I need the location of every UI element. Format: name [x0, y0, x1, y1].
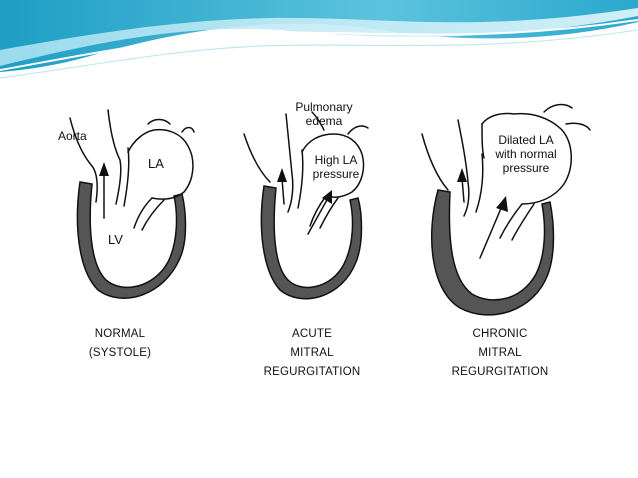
- caption-line: (SYSTOLE): [89, 347, 151, 359]
- caption-line: NORMAL: [95, 328, 146, 340]
- regurgitant-arrow: [307, 197, 329, 235]
- banner-wave-line: [0, 29, 638, 79]
- dilated-la-label: with normal: [494, 147, 556, 161]
- ventricle-wall: [430, 189, 555, 316]
- atrium-outline: [347, 125, 369, 135]
- pulmonary-edema-label: edema: [306, 114, 343, 128]
- flow-arrow-head: [457, 168, 467, 182]
- mitral-leaflet: [133, 197, 153, 229]
- regurgitant-arrow-head: [322, 190, 332, 204]
- caption-line: MITRAL: [478, 347, 522, 359]
- atrium-outline: [311, 111, 325, 131]
- mitral-leaflet: [499, 203, 523, 239]
- septum-line: [297, 149, 304, 209]
- banner-wave-light: [0, 8, 638, 66]
- regurgitant-arrow-head: [496, 196, 508, 212]
- atrium-outline: [147, 118, 171, 125]
- banner-wave-line: [0, 19, 638, 71]
- la-label: LA: [148, 156, 164, 171]
- caption-line: REGURGITATION: [452, 366, 549, 378]
- ventricle-wall: [260, 185, 363, 300]
- septum-line: [123, 147, 130, 207]
- la-pressure-label: pressure: [313, 167, 360, 181]
- caption-line: REGURGITATION: [264, 366, 361, 378]
- aorta-outline: [457, 119, 470, 217]
- flow-arrow-head: [99, 162, 109, 176]
- atrium-outline: [127, 128, 194, 200]
- aorta-label: Aorta: [58, 129, 87, 143]
- caption-line: ACUTE: [292, 328, 332, 340]
- panel-normal: Aorta LA LV NORMAL (SYSTOLE): [58, 109, 195, 359]
- regurgitant-arrow: [479, 205, 503, 259]
- atrium-outline: [181, 126, 195, 133]
- aorta-outline: [285, 113, 294, 213]
- aorta-outline: [107, 109, 122, 205]
- flow-arrow-head: [277, 168, 287, 182]
- mitral-leaflet: [319, 197, 339, 229]
- header-banner: [0, 0, 638, 79]
- septum-line: [475, 153, 484, 213]
- atrium-outline: [301, 133, 365, 198]
- pulmonary-edema-label: Pulmonary: [295, 100, 352, 114]
- dilated-la-label: pressure: [503, 161, 550, 175]
- caption-line: CHRONIC: [472, 328, 527, 340]
- aorta-outline: [243, 133, 271, 183]
- mitral-leaflet: [511, 203, 535, 241]
- banner-wave-dark: [0, 0, 638, 72]
- lv-label: LV: [108, 232, 123, 247]
- mitral-leaflet: [141, 199, 165, 231]
- la-pressure-label: High LA: [315, 153, 358, 167]
- panel-acute: Pulmonary edema High LA pressure ACUTE M…: [243, 100, 369, 378]
- atrium-outline: [565, 122, 591, 131]
- aorta-outline: [421, 133, 449, 191]
- aorta-outline: [69, 117, 98, 203]
- caption-line: MITRAL: [290, 347, 334, 359]
- ventricle-wall: [76, 181, 187, 299]
- atrium-outline: [543, 103, 573, 113]
- atrium-outline: [481, 123, 485, 159]
- atrium-outline: [481, 112, 572, 205]
- flow-arrow: [281, 177, 285, 205]
- mitral-regurgitation-figure: Aorta LA LV NORMAL (SYSTOLE) Pulmonary e…: [44, 94, 594, 384]
- panel-chronic: Dilated LA with normal pressure CHRONIC …: [421, 103, 591, 378]
- dilated-la-label: Dilated LA: [498, 133, 553, 147]
